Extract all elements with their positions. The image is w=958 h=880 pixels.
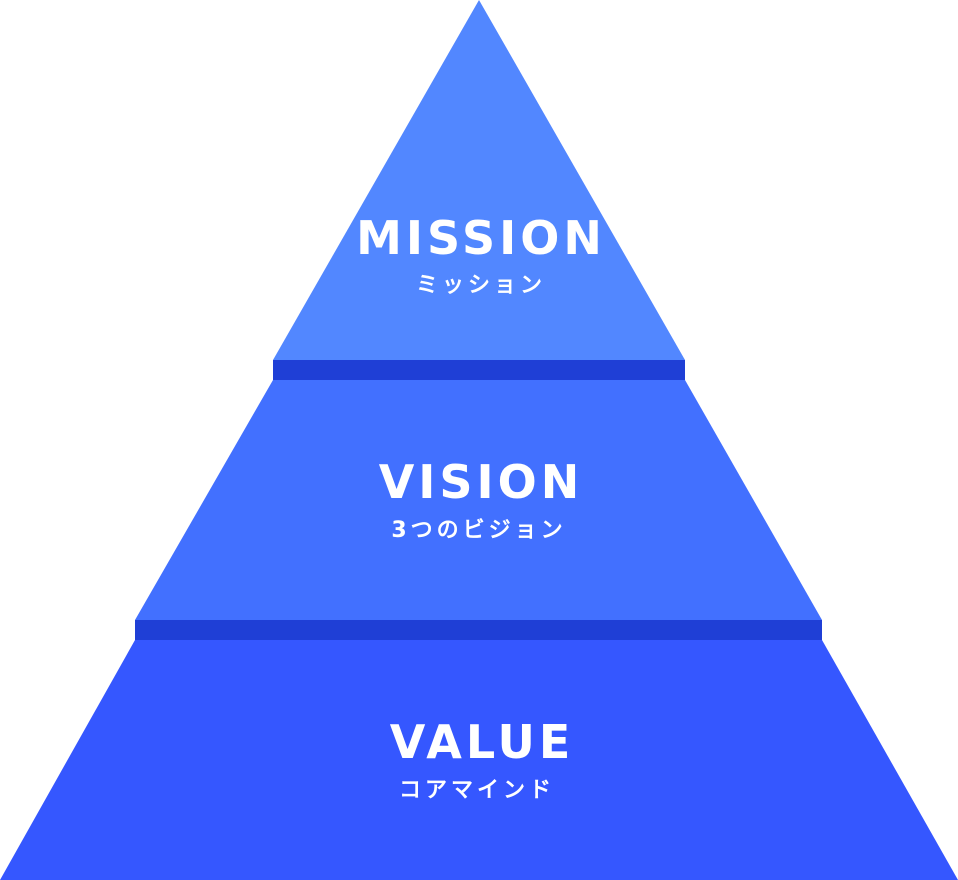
- tier-mission-subtitle: ミッション: [416, 273, 546, 298]
- tier-vision-title: VISION: [379, 455, 584, 509]
- tier-value-title: VALUE: [390, 715, 575, 769]
- tier-value-subtitle: コアマインド: [399, 778, 555, 803]
- tier-vision-subtitle: 3つのビジョン: [391, 518, 566, 543]
- tier-separator-band: [135, 620, 822, 640]
- tier-separator-band: [273, 360, 685, 380]
- tier-mission-shape: [273, 0, 685, 360]
- tier-vision-shape: [135, 380, 822, 620]
- tier-mission-title: MISSION: [356, 211, 606, 265]
- tier-value-shape: [0, 640, 958, 880]
